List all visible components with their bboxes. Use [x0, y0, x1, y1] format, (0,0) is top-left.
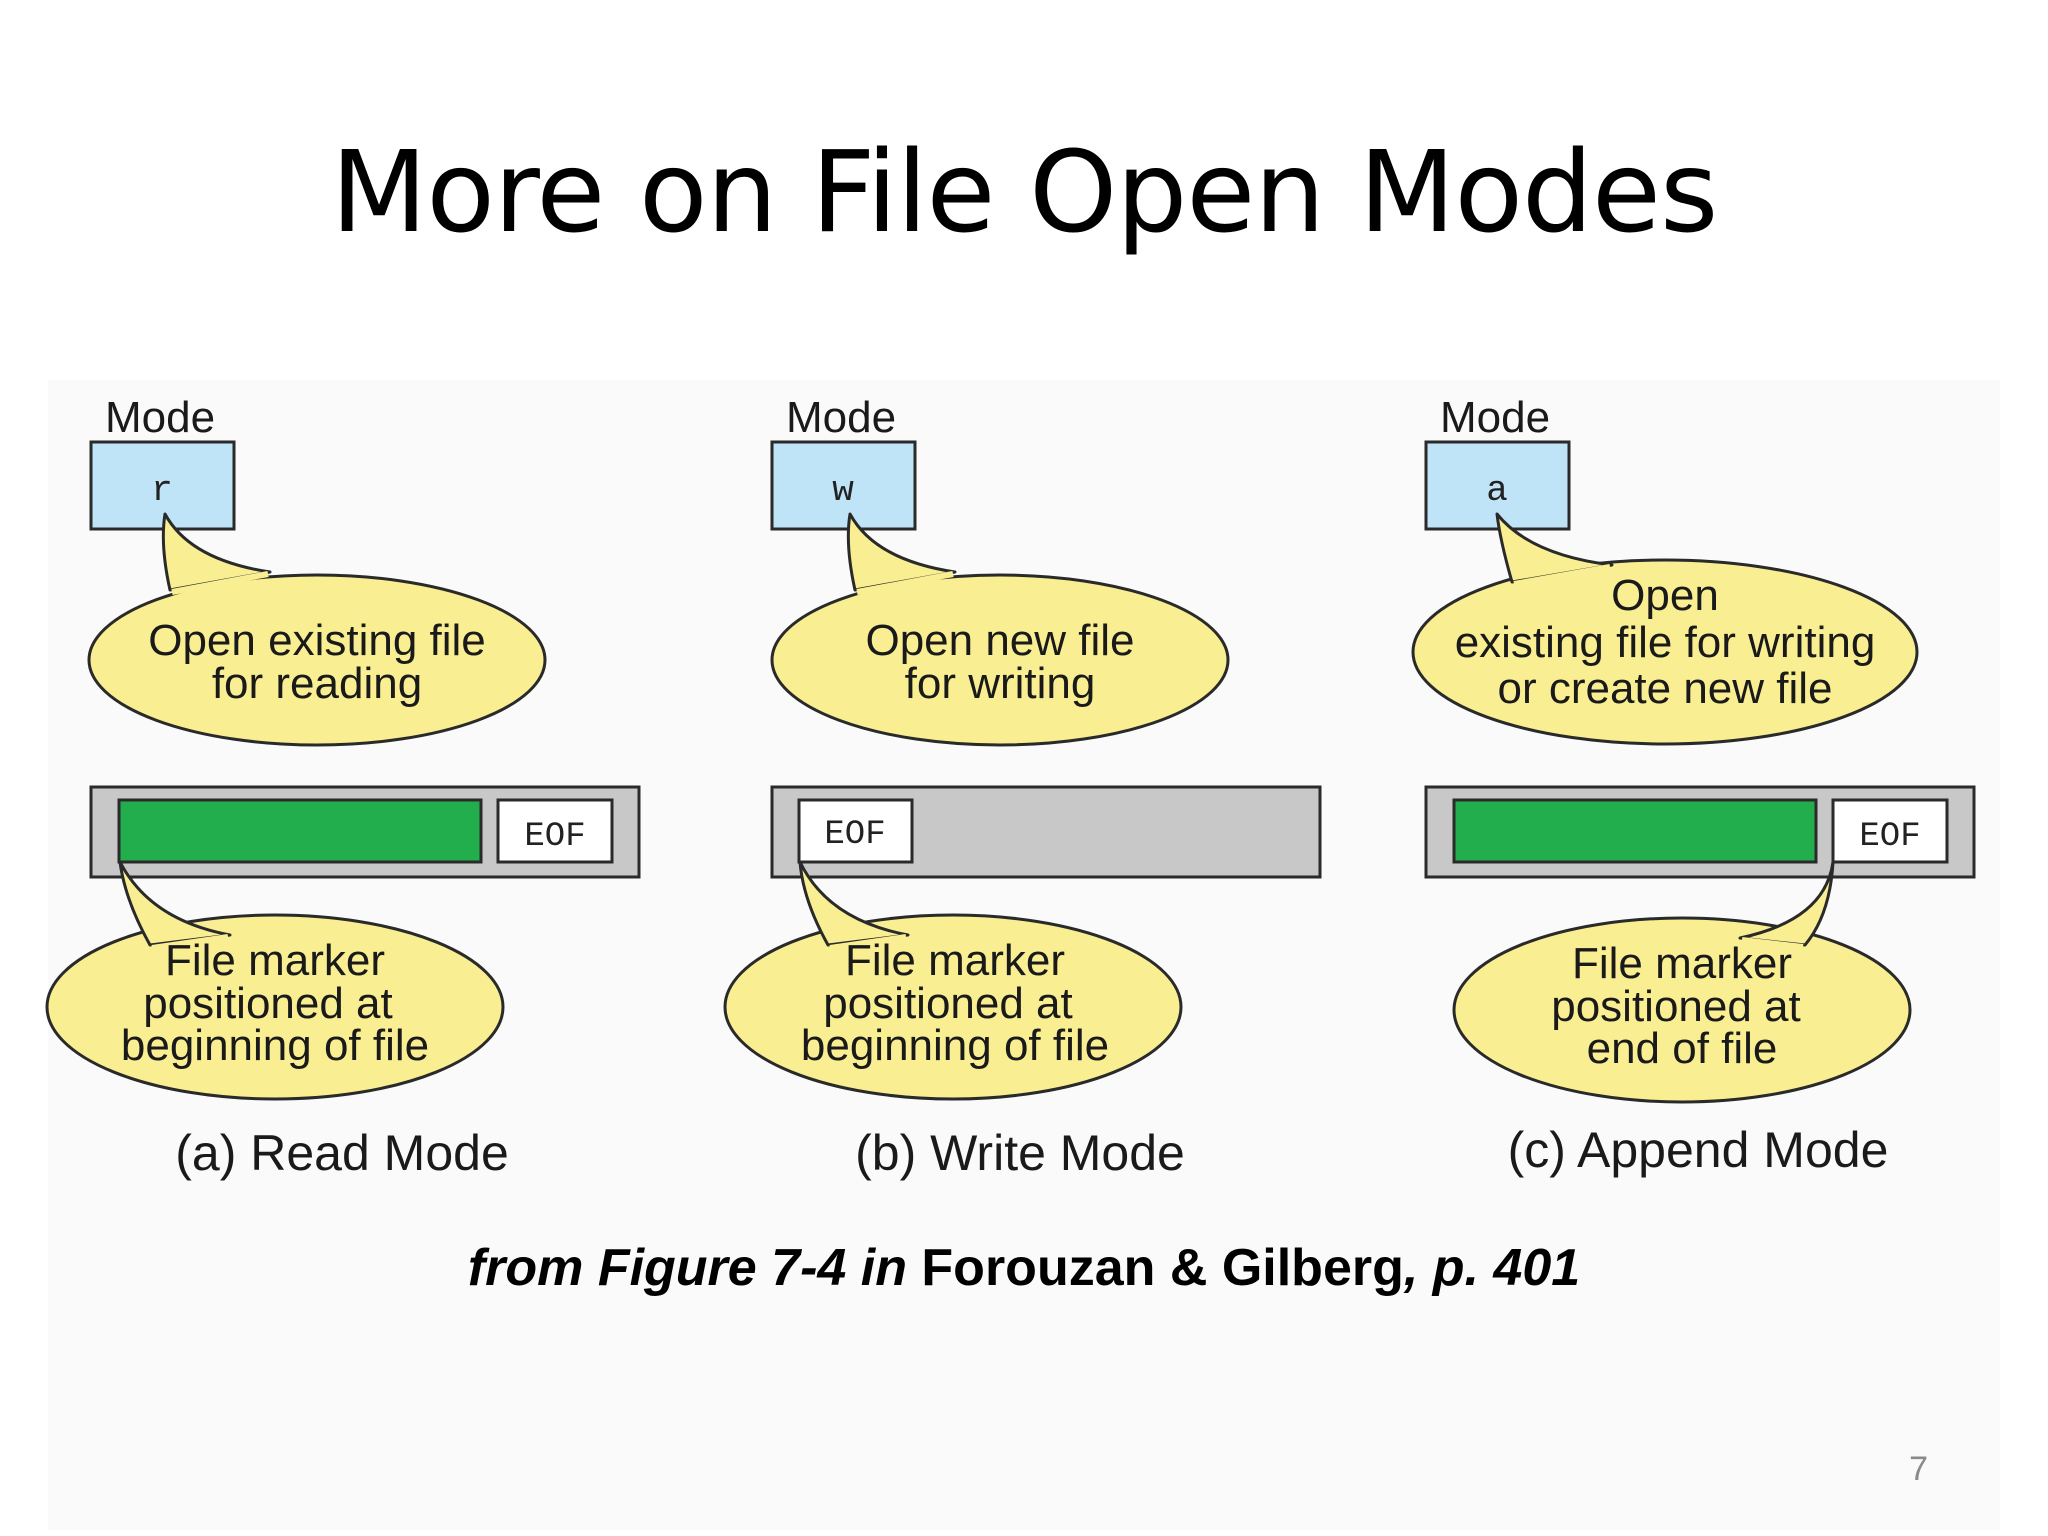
mode-heading: Mode [1440, 393, 1550, 442]
caption-part-3: , p. 401 [1403, 1239, 1581, 1297]
bubble-line-1: Open [1611, 571, 1719, 620]
mode-value: r [151, 470, 173, 511]
mode-box [89, 440, 236, 531]
panel-write-mode: Mode w Open new file for writing EOF Fil… [723, 393, 1322, 1181]
marker-description-bubble: File marker positioned at end of file [1452, 860, 1912, 1104]
eof-box [496, 798, 614, 864]
bubble-line-1: File marker [165, 936, 385, 985]
panel-label: (a) Read Mode [175, 1125, 509, 1181]
file-bar: EOF [1424, 785, 1976, 879]
bubble-line-3: beginning of file [801, 1021, 1109, 1070]
page-number: 7 [1909, 1450, 1928, 1488]
slide-title: More on File Open Modes [330, 128, 1719, 258]
open-description-bubble: Open existing file for writing or create… [1411, 512, 1919, 746]
bubble-line-3: or create new file [1497, 664, 1832, 713]
file-bar: EOF [89, 785, 641, 879]
bubble-line-2: positioned at [1551, 982, 1801, 1031]
figure-caption: from Figure 7-4 in Forouzan & Gilberg, p… [0, 1238, 2048, 1298]
eof-label: EOF [524, 818, 585, 856]
bubble-line-1: File marker [1572, 939, 1792, 988]
bubble-line-2: for writing [905, 659, 1096, 708]
open-description-bubble: Open new file for writing [770, 512, 1230, 747]
eof-box [1831, 798, 1949, 864]
bubble-line-3: end of file [1587, 1024, 1778, 1073]
marker-description-bubble: File marker positioned at beginning of f… [45, 860, 505, 1101]
mode-value: w [832, 470, 854, 511]
panel-label: (c) Append Mode [1508, 1122, 1889, 1178]
caption-part-1: from Figure 7-4 in [467, 1239, 907, 1297]
eof-label: EOF [1859, 818, 1920, 856]
mode-heading: Mode [105, 393, 215, 442]
bubble-line-2: positioned at [823, 979, 1073, 1028]
marker-description-bubble: File marker positioned at beginning of f… [723, 860, 1183, 1101]
bubble-line-1: Open new file [865, 616, 1134, 665]
eof-box [797, 798, 914, 864]
bubble-line-1: Open existing file [148, 616, 486, 665]
eof-label: EOF [824, 816, 885, 854]
file-data-fill [117, 798, 483, 864]
bubble-line-1: File marker [845, 936, 1065, 985]
panel-append-mode: Mode a Open existing file for writing or… [1411, 393, 1976, 1178]
panel-read-mode: Mode r Open existing file for reading EO… [45, 393, 641, 1181]
bubble-line-2: positioned at [143, 979, 393, 1028]
file-bar: EOF [770, 785, 1322, 879]
file-data-fill [1452, 798, 1818, 864]
caption-part-2: Forouzan & Gilberg [921, 1239, 1404, 1297]
bubble-line-2: existing file for writing [1455, 618, 1876, 667]
open-description-bubble: Open existing file for reading [87, 512, 547, 747]
mode-box [770, 440, 917, 531]
mode-value: a [1486, 470, 1508, 511]
bubble-line-3: beginning of file [121, 1021, 429, 1070]
mode-heading: Mode [786, 393, 896, 442]
panel-label: (b) Write Mode [855, 1125, 1185, 1181]
bubble-line-2: for reading [212, 659, 422, 708]
